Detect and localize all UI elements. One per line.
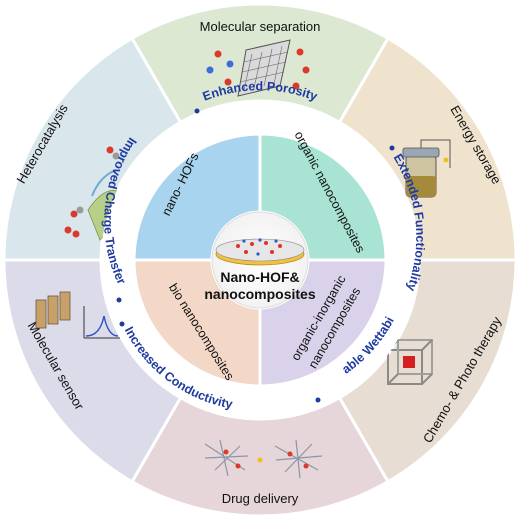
sensor-illustration bbox=[35, 291, 120, 339]
label-drug-delivery: Drug delivery bbox=[222, 491, 299, 506]
battery-illustration bbox=[402, 139, 451, 198]
hof-crystal-illustration bbox=[215, 238, 305, 266]
drug-network-illustration bbox=[204, 439, 323, 479]
label-molecular-separation: Molecular separation bbox=[200, 19, 321, 34]
membrane-illustration bbox=[206, 39, 310, 97]
center-title-line1: Nano-HOF& bbox=[220, 269, 299, 285]
center-title-line2: nanocomposites bbox=[204, 286, 315, 302]
material-quadrants bbox=[132, 132, 388, 388]
